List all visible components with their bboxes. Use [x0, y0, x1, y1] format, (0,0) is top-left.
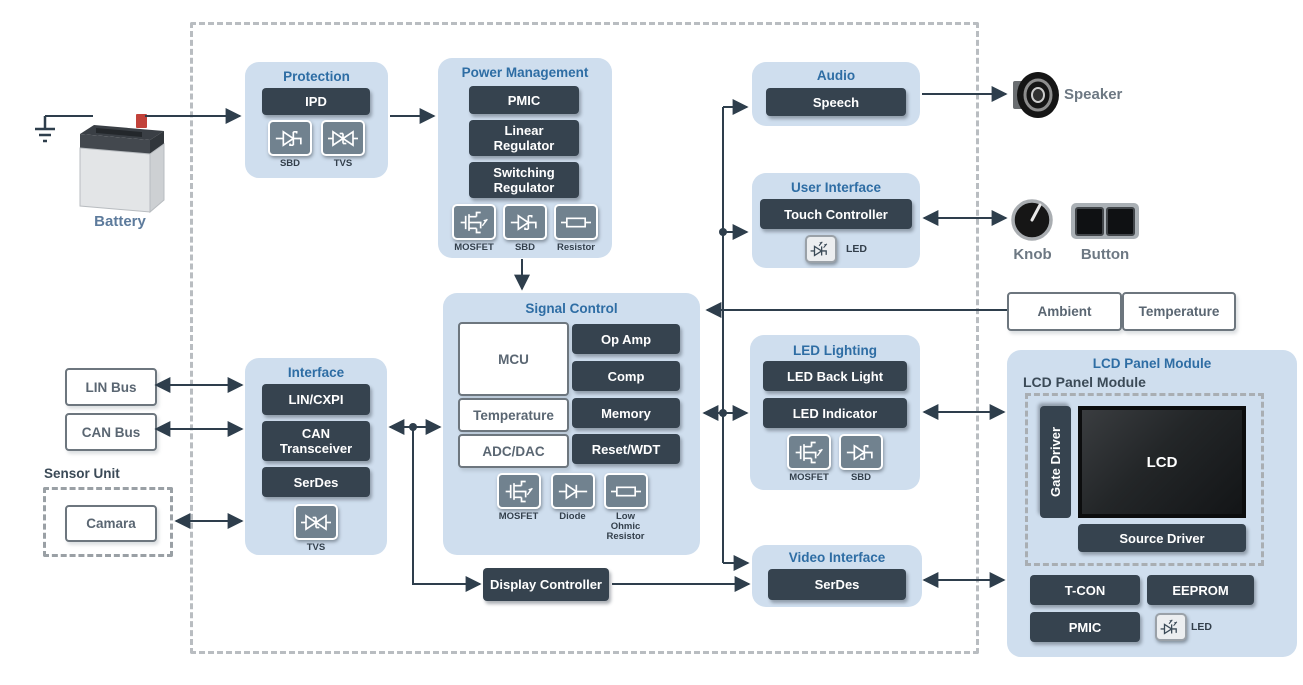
signal-control-title: Signal Control: [525, 301, 618, 316]
diode-icon-label: Diode: [559, 511, 586, 522]
linear-regulator-button[interactable]: Linear Regulator: [469, 120, 579, 156]
interface-block: Interface LIN/CXPI CAN Transceiver SerDe…: [245, 358, 387, 555]
tvs-icon[interactable]: [294, 504, 338, 540]
user-interface-title: User Interface: [790, 180, 882, 195]
button-label: Button: [1080, 246, 1130, 263]
serdes-button[interactable]: SerDes: [262, 467, 370, 497]
audio-title: Audio: [816, 68, 856, 83]
system-boundary-dashed-box: [190, 22, 979, 654]
lcd-panel-module-block: LCD Panel Module LCD Panel Module Gate D…: [1007, 350, 1297, 657]
audio-block: Audio Speech: [752, 62, 920, 126]
video-serdes-button[interactable]: SerDes: [768, 569, 906, 600]
led-back-light-button[interactable]: LED Back Light: [763, 361, 907, 391]
mosfet-icon-label: MOSFET: [789, 472, 829, 483]
tvs-icon-label: TVS: [333, 158, 353, 169]
ipd-button[interactable]: IPD: [262, 88, 370, 115]
pmic-button[interactable]: PMIC: [469, 86, 579, 114]
video-interface-title: Video Interface: [788, 550, 886, 565]
display-controller-button[interactable]: Display Controller: [483, 568, 609, 601]
push-button-icon: [1071, 203, 1139, 239]
temperature-box[interactable]: Temperature: [1122, 292, 1236, 331]
can-bus-box[interactable]: CAN Bus: [65, 413, 157, 451]
lcd-panel-module-title: LCD Panel Module: [1092, 356, 1212, 371]
low-ohmic-resistor-icon[interactable]: [603, 473, 648, 509]
resistor-icon[interactable]: [554, 204, 598, 240]
lcd-pmic-button[interactable]: PMIC: [1030, 612, 1140, 642]
led-icon[interactable]: [805, 235, 837, 263]
t-con-button[interactable]: T-CON: [1030, 575, 1140, 605]
op-amp-button[interactable]: Op Amp: [572, 324, 680, 354]
lin-cxpi-button[interactable]: LIN/CXPI: [262, 384, 370, 415]
reset-wdt-button[interactable]: Reset/WDT: [572, 434, 680, 464]
led-icon-label: LED: [1191, 621, 1212, 633]
camera-box[interactable]: Camara: [65, 505, 157, 542]
can-transceiver-button[interactable]: CAN Transceiver: [262, 421, 370, 461]
knob-label: Knob: [1013, 246, 1052, 263]
sbd-icon-label: SBD: [279, 158, 301, 169]
switching-regulator-button[interactable]: Switching Regulator: [469, 162, 579, 198]
battery-illustration: [79, 114, 165, 214]
mosfet-icon[interactable]: [452, 204, 496, 240]
led-indicator-button[interactable]: LED Indicator: [763, 398, 907, 428]
video-interface-block: Video Interface SerDes: [752, 545, 922, 607]
lcd-panel-module-subtitle: LCD Panel Module: [1023, 374, 1146, 390]
eeprom-button[interactable]: EEPROM: [1147, 575, 1254, 605]
touch-controller-button[interactable]: Touch Controller: [760, 199, 912, 229]
led-lighting-block: LED Lighting LED Back Light LED Indicato…: [750, 335, 920, 490]
tvs-icon-label: TVS: [306, 542, 326, 553]
lcd-panel-dashed-box: Gate Driver LCD Source Driver: [1025, 393, 1264, 566]
sbd-icon-label: SBD: [850, 472, 872, 483]
lin-bus-box[interactable]: LIN Bus: [65, 368, 157, 406]
mosfet-icon-label: MOSFET: [498, 511, 539, 522]
sbd-icon[interactable]: [503, 204, 547, 240]
protection-block: Protection IPD SBD TVS: [245, 62, 388, 178]
sbd-icon[interactable]: [268, 120, 312, 156]
user-interface-block: User Interface Touch Controller LED: [752, 173, 920, 268]
speaker-icon: [1013, 72, 1059, 118]
led-icon[interactable]: [1155, 613, 1187, 641]
speaker-label: Speaker: [1064, 86, 1123, 103]
diode-icon[interactable]: [550, 473, 595, 509]
mcu-box[interactable]: MCU: [458, 322, 569, 396]
mosfet-icon-label: MOSFET: [454, 242, 494, 253]
sensor-unit-label: Sensor Unit: [44, 466, 120, 481]
gate-driver-button[interactable]: Gate Driver: [1040, 406, 1071, 518]
battery-label: Battery: [94, 213, 146, 230]
power-management-block: Power Management PMIC Linear Regulator S…: [438, 58, 612, 258]
sensor-unit-dashed-box: [43, 487, 173, 557]
memory-button[interactable]: Memory: [572, 398, 680, 428]
sbd-icon[interactable]: [839, 434, 883, 470]
resistor-icon-label: Resistor: [556, 242, 595, 253]
low-ohmic-resistor-icon-label: Low Ohmic Resistor: [606, 511, 645, 542]
ground-icon: [35, 116, 55, 143]
power-management-title: Power Management: [461, 65, 589, 80]
led-lighting-title: LED Lighting: [793, 343, 877, 358]
mosfet-icon[interactable]: [787, 434, 831, 470]
sbd-icon-label: SBD: [514, 242, 536, 253]
temperature-sensor-box[interactable]: Temperature: [458, 398, 569, 432]
adc-dac-box[interactable]: ADC/DAC: [458, 434, 569, 468]
tvs-icon[interactable]: [321, 120, 365, 156]
knob-icon: [1011, 199, 1053, 241]
lcd-screen: LCD: [1078, 406, 1246, 518]
protection-title: Protection: [283, 69, 350, 84]
signal-control-block: Signal Control MCU Op Amp Comp Temperatu…: [443, 293, 700, 555]
comp-button[interactable]: Comp: [572, 361, 680, 391]
led-icon-label: LED: [846, 243, 867, 255]
ambient-box[interactable]: Ambient: [1007, 292, 1122, 331]
speech-button[interactable]: Speech: [766, 88, 906, 116]
interface-title: Interface: [287, 365, 345, 380]
mosfet-icon[interactable]: [496, 473, 541, 509]
source-driver-button[interactable]: Source Driver: [1078, 524, 1246, 552]
